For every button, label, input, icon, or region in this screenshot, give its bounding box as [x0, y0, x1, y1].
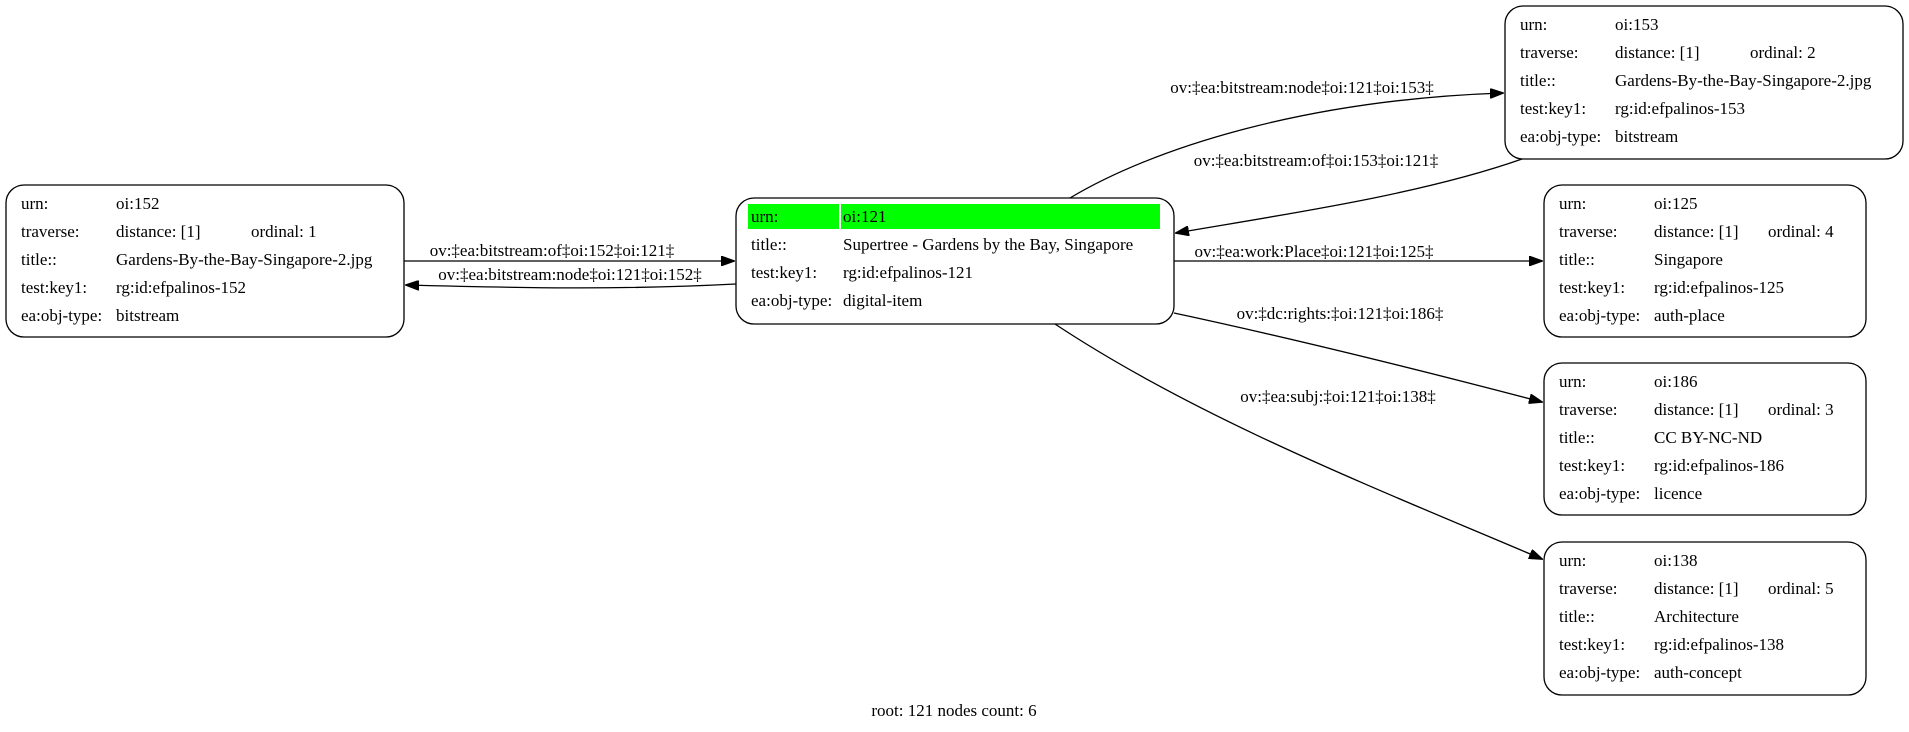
row-value: auth-concept [1654, 663, 1742, 682]
node-oi186[interactable]: urn: oi:186 traverse: distance: [1] ordinal:… [1543, 362, 1867, 516]
edge-oi121-to-oi186 [1173, 312, 1542, 402]
highlight-key-cell [748, 204, 839, 229]
edge-label: ov:‡ea:bitstream:node‡oi:121‡oi:153‡ [1170, 78, 1433, 97]
edge-label: ov:‡ea:work:Place‡oi:121‡oi:125‡ [1195, 242, 1434, 261]
row-value: rg:id:efpalinos-153 [1615, 99, 1745, 118]
row-key: urn: [1520, 15, 1547, 34]
row-value: Supertree - Gardens by the Bay, Singapor… [843, 235, 1133, 254]
row-key: ea:obj-type: [1559, 306, 1640, 325]
row-key: test:key1: [1559, 456, 1625, 475]
row-key: title:: [1520, 71, 1556, 90]
row-value: Gardens-By-the-Bay-Singapore-2.jpg [116, 250, 373, 269]
node-box [5, 184, 405, 338]
edge-label: ov:‡ea:bitstream:of‡oi:152‡oi:121‡ [430, 241, 675, 260]
row-key: test:key1: [1559, 278, 1625, 297]
footer-caption: root: 121 nodes count: 6 [871, 701, 1036, 720]
edge-label: ov:‡ea:bitstream:of‡oi:153‡oi:121‡ [1194, 151, 1439, 170]
row-value: bitstream [1615, 127, 1678, 146]
row-key: urn: [21, 194, 48, 213]
row-key: ea:obj-type: [751, 291, 832, 310]
row-key: urn: [751, 207, 778, 226]
row-value: oi:125 [1654, 194, 1697, 213]
row-value: distance: [1] [116, 222, 201, 241]
row-key: test:key1: [21, 278, 87, 297]
row-key: urn: [1559, 372, 1586, 391]
row-extra: ordinal: 3 [1768, 400, 1834, 419]
row-value: Gardens-By-the-Bay-Singapore-2.jpg [1615, 71, 1872, 90]
row-key: ea:obj-type: [1559, 484, 1640, 503]
nodes-layer: urn: oi:152 traverse: distance: [1] ordinal:… [5, 5, 1904, 696]
row-value: bitstream [116, 306, 179, 325]
row-key: traverse: [1559, 222, 1618, 241]
row-key: traverse: [1520, 43, 1579, 62]
row-value: CC BY-NC-ND [1654, 428, 1762, 447]
edge-label: ov:‡ea:subj:‡oi:121‡oi:138‡ [1240, 387, 1436, 406]
row-extra: ordinal: 2 [1750, 43, 1816, 62]
row-value: rg:id:efpalinos-125 [1654, 278, 1784, 297]
row-value: Singapore [1654, 250, 1723, 269]
row-key: urn: [1559, 194, 1586, 213]
row-value: distance: [1] [1615, 43, 1700, 62]
row-key: ea:obj-type: [1520, 127, 1601, 146]
edge-label: ov:‡ea:bitstream:node‡oi:121‡oi:152‡ [438, 265, 701, 284]
node-box [1543, 362, 1867, 516]
row-value: oi:121 [843, 207, 886, 226]
row-key: test:key1: [751, 263, 817, 282]
edge-oi121-to-oi153 [1069, 93, 1503, 199]
row-value: Architecture [1654, 607, 1739, 626]
row-key: ea:obj-type: [1559, 663, 1640, 682]
row-key: title:: [1559, 428, 1595, 447]
edges-layer: ov:‡ea:bitstream:of‡oi:152‡oi:121‡ ov:‡ea… [404, 78, 1542, 559]
row-extra: ordinal: 1 [251, 222, 317, 241]
row-value: rg:id:efpalinos-152 [116, 278, 246, 297]
row-value: oi:152 [116, 194, 159, 213]
node-oi138[interactable]: urn: oi:138 traverse: distance: [1] ordinal:… [1543, 541, 1867, 696]
row-key: traverse: [21, 222, 80, 241]
row-value: distance: [1] [1654, 579, 1739, 598]
row-key: title:: [1559, 250, 1595, 269]
row-value: licence [1654, 484, 1702, 503]
row-key: traverse: [1559, 400, 1618, 419]
row-key: title:: [21, 250, 57, 269]
row-extra: ordinal: 4 [1768, 222, 1834, 241]
row-value: rg:id:efpalinos-186 [1654, 456, 1784, 475]
row-value: distance: [1] [1654, 222, 1739, 241]
row-value: oi:138 [1654, 551, 1697, 570]
row-key: test:key1: [1520, 99, 1586, 118]
node-oi152[interactable]: urn: oi:152 traverse: distance: [1] ordinal:… [5, 184, 405, 338]
node-box [1543, 541, 1867, 696]
row-key: title:: [1559, 607, 1595, 626]
node-box [1543, 184, 1867, 338]
highlight-value-cell [841, 204, 1160, 229]
row-value: rg:id:efpalinos-138 [1654, 635, 1784, 654]
row-key: ea:obj-type: [21, 306, 102, 325]
row-extra: ordinal: 5 [1768, 579, 1834, 598]
row-key: traverse: [1559, 579, 1618, 598]
node-box [735, 197, 1175, 325]
row-value: distance: [1] [1654, 400, 1739, 419]
node-oi125[interactable]: urn: oi:125 traverse: distance: [1] ordinal:… [1543, 184, 1867, 338]
row-key: test:key1: [1559, 635, 1625, 654]
row-value: digital-item [843, 291, 922, 310]
edge-label: ov:‡dc:rights:‡oi:121‡oi:186‡ [1237, 304, 1444, 323]
row-key: title:: [751, 235, 787, 254]
edge-oi121-to-oi152 [406, 284, 737, 288]
node-box [1504, 5, 1904, 160]
edge-oi121-to-oi138 [1054, 323, 1542, 559]
row-value: oi:153 [1615, 15, 1658, 34]
row-value: oi:186 [1654, 372, 1697, 391]
node-oi153[interactable]: urn: oi:153 traverse: distance: [1] ordinal:… [1504, 5, 1904, 160]
edge-oi153-to-oi121 [1176, 158, 1523, 233]
row-key: urn: [1559, 551, 1586, 570]
row-value: auth-place [1654, 306, 1725, 325]
row-value: rg:id:efpalinos-121 [843, 263, 973, 282]
